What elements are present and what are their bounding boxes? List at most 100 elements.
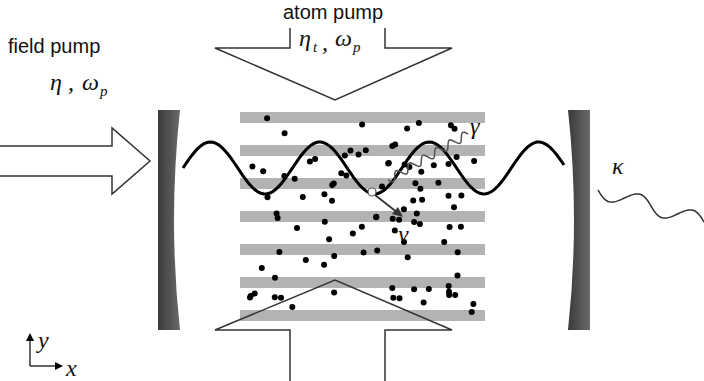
atom-dot xyxy=(390,216,396,222)
atom-dot xyxy=(458,224,464,230)
atom-dot xyxy=(272,294,278,300)
right-mirror xyxy=(568,110,590,330)
atom-dot xyxy=(446,193,452,199)
atom-dot xyxy=(329,182,335,188)
atom-dot xyxy=(411,219,417,225)
atom-dot xyxy=(392,228,398,234)
pump-label: field pump xyxy=(8,36,100,56)
atom-dot xyxy=(361,249,367,255)
atom-dot xyxy=(419,197,425,203)
atom-dot xyxy=(326,236,332,242)
atom-dot xyxy=(307,158,313,164)
atom-dot xyxy=(303,257,309,263)
atom-dot xyxy=(342,153,348,159)
atom-dot xyxy=(338,170,344,176)
atom-dot xyxy=(374,248,380,254)
symbol: ω xyxy=(335,26,352,50)
left-mirror xyxy=(158,110,180,330)
atom-dot xyxy=(469,309,475,315)
atom-dot xyxy=(470,301,476,307)
atom-dot xyxy=(300,194,306,200)
atom-dot xyxy=(417,221,423,227)
atom-dot xyxy=(405,254,411,260)
atom-dot xyxy=(321,262,327,268)
subscript: p xyxy=(353,40,361,55)
moving-atom xyxy=(368,188,376,196)
atom-dot xyxy=(451,204,457,210)
atom-dot xyxy=(447,224,453,230)
atom-dot xyxy=(458,192,464,198)
atom-dot xyxy=(397,295,403,301)
axis-label: y xyxy=(38,328,49,352)
atom-dot xyxy=(359,224,365,230)
atoms xyxy=(247,115,477,315)
atom-dot xyxy=(322,219,328,225)
atom-dot xyxy=(416,120,422,126)
atom-dot xyxy=(278,295,284,301)
atom-dot xyxy=(249,163,255,169)
atom-dot xyxy=(390,295,396,301)
y-arrowhead xyxy=(26,333,34,341)
atom-dot xyxy=(373,214,379,220)
cavity-mode xyxy=(183,142,564,194)
atom-dot xyxy=(276,249,282,255)
atom-dot xyxy=(312,156,318,162)
atom-dot xyxy=(373,214,379,220)
atom-dot xyxy=(421,299,427,305)
atom-dot xyxy=(401,206,407,212)
atom-dot xyxy=(294,225,300,231)
atom-dot xyxy=(363,147,369,153)
atom-dot xyxy=(264,115,270,121)
atom-dot xyxy=(454,154,460,160)
lattice-bands xyxy=(240,112,485,321)
atom-dot xyxy=(321,191,327,197)
spontaneous-emission xyxy=(388,132,468,181)
atom-pump-arrow-top xyxy=(215,28,452,100)
atom-dot xyxy=(389,285,395,291)
atom-dot xyxy=(282,130,288,136)
atom-dot xyxy=(404,126,410,132)
x-axis xyxy=(30,365,58,366)
subscript: p xyxy=(100,84,108,99)
symbol: κ xyxy=(612,154,624,178)
atom-dot xyxy=(289,304,295,310)
atom-dot xyxy=(426,286,432,292)
cavity-loss xyxy=(598,190,704,222)
atom-dot xyxy=(441,239,447,245)
symbol: ω xyxy=(82,70,99,94)
x-arrowhead xyxy=(55,362,63,370)
atom-dot xyxy=(446,292,452,298)
atom-dot xyxy=(431,162,437,168)
atom-dot xyxy=(274,210,280,216)
atom-dot xyxy=(343,173,349,179)
atom-dot xyxy=(446,283,452,289)
symbol: η xyxy=(299,26,311,50)
atom-dot xyxy=(356,152,362,158)
atom-pump-arrow-bottom xyxy=(215,280,452,381)
symbol: v xyxy=(398,222,409,246)
atom-dot xyxy=(392,141,398,147)
atom-dot xyxy=(385,161,391,167)
atom-dot xyxy=(272,275,278,281)
atom-dot xyxy=(331,253,337,259)
y-axis xyxy=(29,338,30,366)
subscript: t xyxy=(313,40,317,55)
symbol: γ xyxy=(470,114,479,138)
atom-dot xyxy=(259,265,265,271)
field-pump-arrow xyxy=(0,128,150,194)
atom-dot xyxy=(412,180,418,186)
atom-dot xyxy=(411,286,417,292)
symbol: η , xyxy=(50,70,74,94)
pump-label: atom pump xyxy=(283,2,383,22)
velocity-arrowhead xyxy=(392,207,403,217)
atom-dot xyxy=(414,210,420,216)
atom-dot xyxy=(292,176,298,182)
atom-dot xyxy=(410,197,416,203)
atom-dot xyxy=(448,122,454,128)
atom-dot xyxy=(455,249,461,255)
atom-dot xyxy=(452,292,458,298)
atom-dot xyxy=(435,180,441,186)
atom-dot xyxy=(418,169,424,175)
